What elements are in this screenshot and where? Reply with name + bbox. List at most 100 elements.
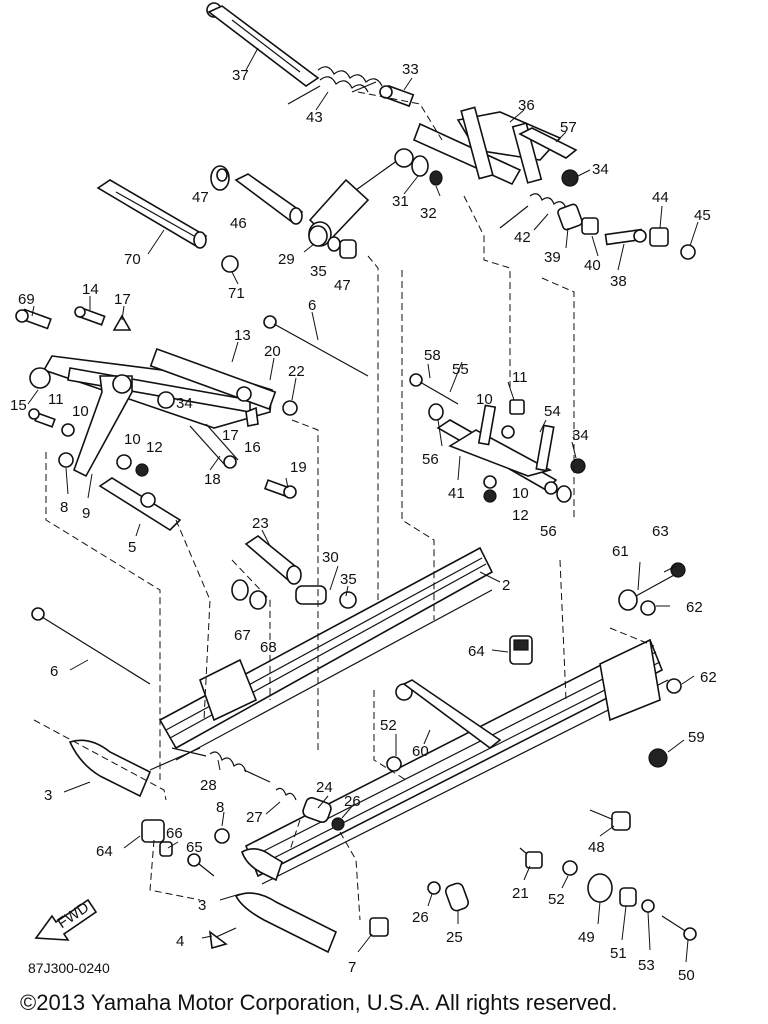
callout-17-top: 17 — [114, 291, 131, 308]
callout-41: 41 — [448, 485, 465, 502]
part-washer-10 — [61, 423, 75, 437]
part-bolt-6b — [31, 607, 151, 685]
callout-10-d: 10 — [512, 485, 529, 502]
callout-62-b: 62 — [700, 669, 717, 686]
callout-43: 43 — [306, 109, 323, 126]
callout-47-mid: 47 — [334, 277, 351, 294]
callout-55: 55 — [452, 361, 469, 378]
part-nut-12b — [483, 489, 497, 503]
part-shaft-70 — [96, 179, 208, 249]
callout-58: 58 — [424, 347, 441, 364]
part-clip-17 — [112, 314, 132, 331]
part-spring-28 — [209, 751, 247, 773]
callout-32: 32 — [420, 205, 437, 222]
callout-20: 20 — [264, 343, 281, 360]
callout-22: 22 — [288, 363, 305, 380]
callout-66: 66 — [166, 825, 183, 842]
part-screw-65 — [187, 853, 215, 877]
callout-15: 15 — [10, 397, 27, 414]
callout-57: 57 — [560, 119, 577, 136]
part-collar-26 — [331, 817, 345, 831]
part-collar-47b — [339, 239, 357, 259]
callout-34-right: 34 — [572, 427, 589, 444]
callout-50: 50 — [678, 967, 695, 984]
part-spring-27 — [275, 787, 297, 801]
callout-38: 38 — [610, 273, 627, 290]
part-nut-7 — [369, 917, 389, 937]
callout-46: 46 — [230, 215, 247, 232]
part-washer-52a — [386, 756, 402, 772]
callout-71: 71 — [228, 285, 245, 302]
part-nut-71 — [221, 255, 239, 273]
callout-23: 23 — [252, 515, 269, 532]
part-clip-45 — [680, 244, 696, 260]
callout-61: 61 — [612, 543, 629, 560]
callout-11-left: 11 — [48, 391, 64, 408]
callout-63: 63 — [652, 523, 669, 540]
part-block-64b — [141, 819, 165, 843]
callout-34-mid: 34 — [176, 395, 193, 412]
callout-39: 39 — [544, 249, 561, 266]
callout-26-b: 26 — [412, 909, 429, 926]
callout-52-b: 52 — [548, 891, 565, 908]
part-slide-3 — [68, 739, 201, 798]
callout-48: 48 — [588, 839, 605, 856]
callout-49: 49 — [578, 929, 595, 946]
part-washer-56a — [428, 403, 444, 421]
part-block-64 — [509, 635, 533, 665]
callout-64-left: 64 — [96, 843, 113, 860]
part-bolt-21 — [519, 847, 543, 869]
callout-10-b: 10 — [124, 431, 141, 448]
part-cap-49 — [587, 873, 613, 903]
part-bolt-58 — [409, 373, 459, 405]
callout-labels: 37 43 33 36 57 34 47 46 31 32 44 45 70 2… — [10, 61, 717, 984]
part-nut-59 — [648, 748, 668, 768]
callout-12-a: 12 — [146, 439, 163, 456]
callout-8-top: 8 — [60, 499, 68, 516]
callout-67: 67 — [234, 627, 251, 644]
leader-lines — [27, 47, 699, 963]
callout-59: 59 — [688, 729, 705, 746]
callout-60: 60 — [412, 743, 429, 760]
callout-10-a: 10 — [72, 403, 89, 420]
callout-69: 69 — [18, 291, 35, 308]
callout-26-a: 26 — [344, 793, 361, 810]
callout-24: 24 — [316, 779, 333, 796]
callout-53: 53 — [638, 957, 655, 974]
callout-6-top: 6 — [308, 297, 316, 314]
callout-3-low: 3 — [198, 897, 206, 914]
diagram-code: 87J300-0240 — [28, 960, 110, 976]
part-bushing-29 — [308, 225, 328, 247]
callout-35-top: 35 — [310, 263, 327, 280]
part-washer-10c — [501, 425, 515, 439]
callout-29: 29 — [278, 251, 295, 268]
part-spring-42 — [529, 193, 567, 209]
callout-70: 70 — [124, 251, 141, 268]
part-cap-44 — [649, 227, 669, 247]
part-bolt-48 — [589, 809, 631, 831]
part-bolt-69 — [15, 308, 52, 330]
callout-52-a: 52 — [380, 717, 397, 734]
part-bolt-11b — [509, 399, 525, 415]
part-shaft-37 — [206, 2, 320, 87]
part-bolt-33 — [379, 84, 415, 108]
callout-45: 45 — [694, 207, 711, 224]
callout-35-mid: 35 — [340, 571, 357, 588]
callout-5: 5 — [128, 539, 136, 556]
callout-21: 21 — [512, 885, 529, 902]
callout-12-b: 12 — [512, 507, 529, 524]
part-shaft-5 — [98, 477, 182, 532]
part-roller-24 — [302, 797, 332, 823]
callout-56-b: 56 — [540, 523, 557, 540]
callout-7: 7 — [348, 959, 356, 976]
callout-56-a: 56 — [422, 451, 439, 468]
callout-65: 65 — [186, 839, 203, 856]
part-washer-10b — [116, 454, 132, 470]
part-collar-51 — [619, 887, 637, 907]
callout-31: 31 — [392, 193, 409, 210]
callout-10-c: 10 — [476, 391, 493, 408]
callout-68: 68 — [260, 639, 277, 656]
fwd-arrow-icon: FWD — [34, 899, 98, 941]
part-shaft-46 — [234, 173, 304, 225]
